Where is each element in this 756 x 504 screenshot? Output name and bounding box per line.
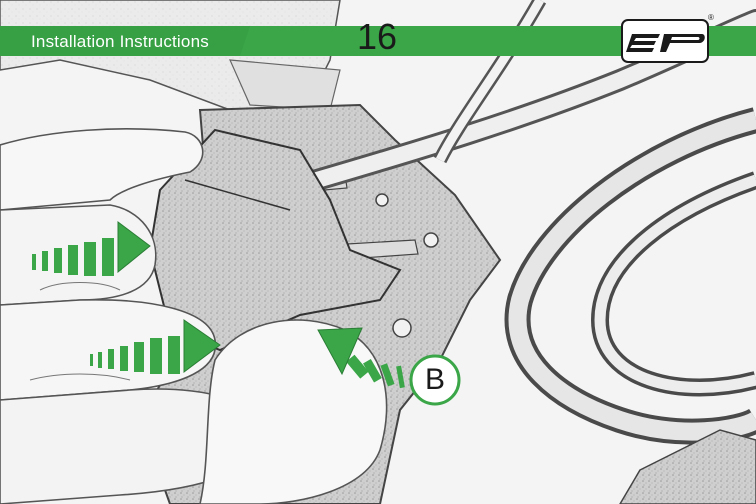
registered-mark: ® (708, 14, 714, 22)
ep-logo-icon: ® (620, 14, 714, 64)
thumb (200, 320, 387, 504)
callout-label: B (408, 353, 462, 407)
header-title: Installation Instructions (31, 32, 209, 52)
page-number: 16 (357, 19, 397, 55)
